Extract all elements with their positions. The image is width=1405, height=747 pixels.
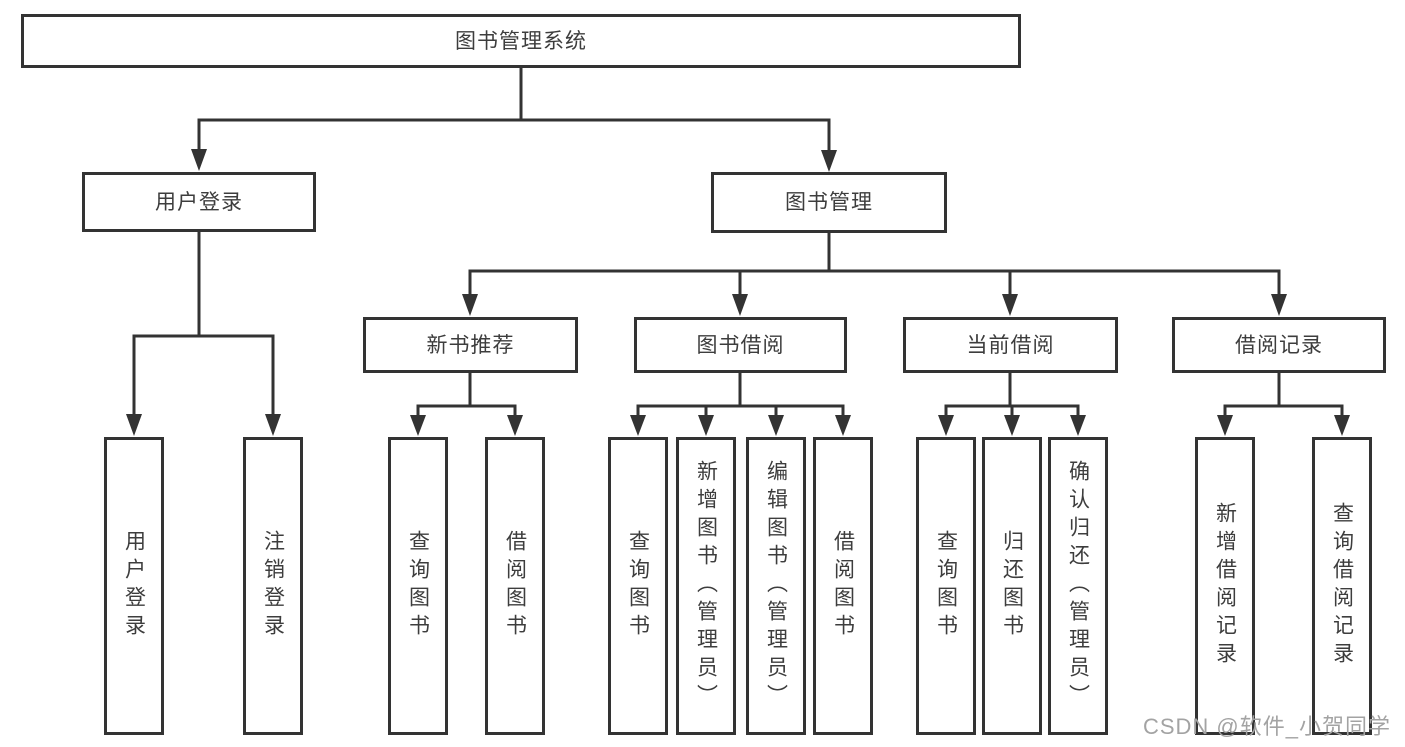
node-current-borrowing: 当前借阅	[903, 317, 1118, 373]
leaf-borrow-books-borrowing: 借阅图书	[813, 437, 873, 735]
leaf-confirm-return-admin: 确认归还（管理员）	[1048, 437, 1108, 735]
leaf-borrow-books-recommend: 借阅图书	[485, 437, 545, 735]
leaf-query-books-borrowing: 查询图书	[608, 437, 668, 735]
leaf-add-book-admin: 新增图书（管理员）	[676, 437, 736, 735]
node-borrowing-records: 借阅记录	[1172, 317, 1386, 373]
node-root: 图书管理系统	[21, 14, 1021, 68]
leaf-user-login: 用户登录	[104, 437, 164, 735]
leaf-query-borrow-record: 查询借阅记录	[1312, 437, 1372, 735]
leaf-add-borrow-record: 新增借阅记录	[1195, 437, 1255, 735]
node-book-management: 图书管理	[711, 172, 947, 233]
node-user-login: 用户登录	[82, 172, 316, 232]
node-book-borrowing: 图书借阅	[634, 317, 847, 373]
leaf-return-books: 归还图书	[982, 437, 1042, 735]
leaf-query-books-current: 查询图书	[916, 437, 976, 735]
leaf-logout: 注销登录	[243, 437, 303, 735]
leaf-edit-book-admin: 编辑图书（管理员）	[746, 437, 806, 735]
node-new-book-recommend: 新书推荐	[363, 317, 578, 373]
leaf-query-books-recommend: 查询图书	[388, 437, 448, 735]
